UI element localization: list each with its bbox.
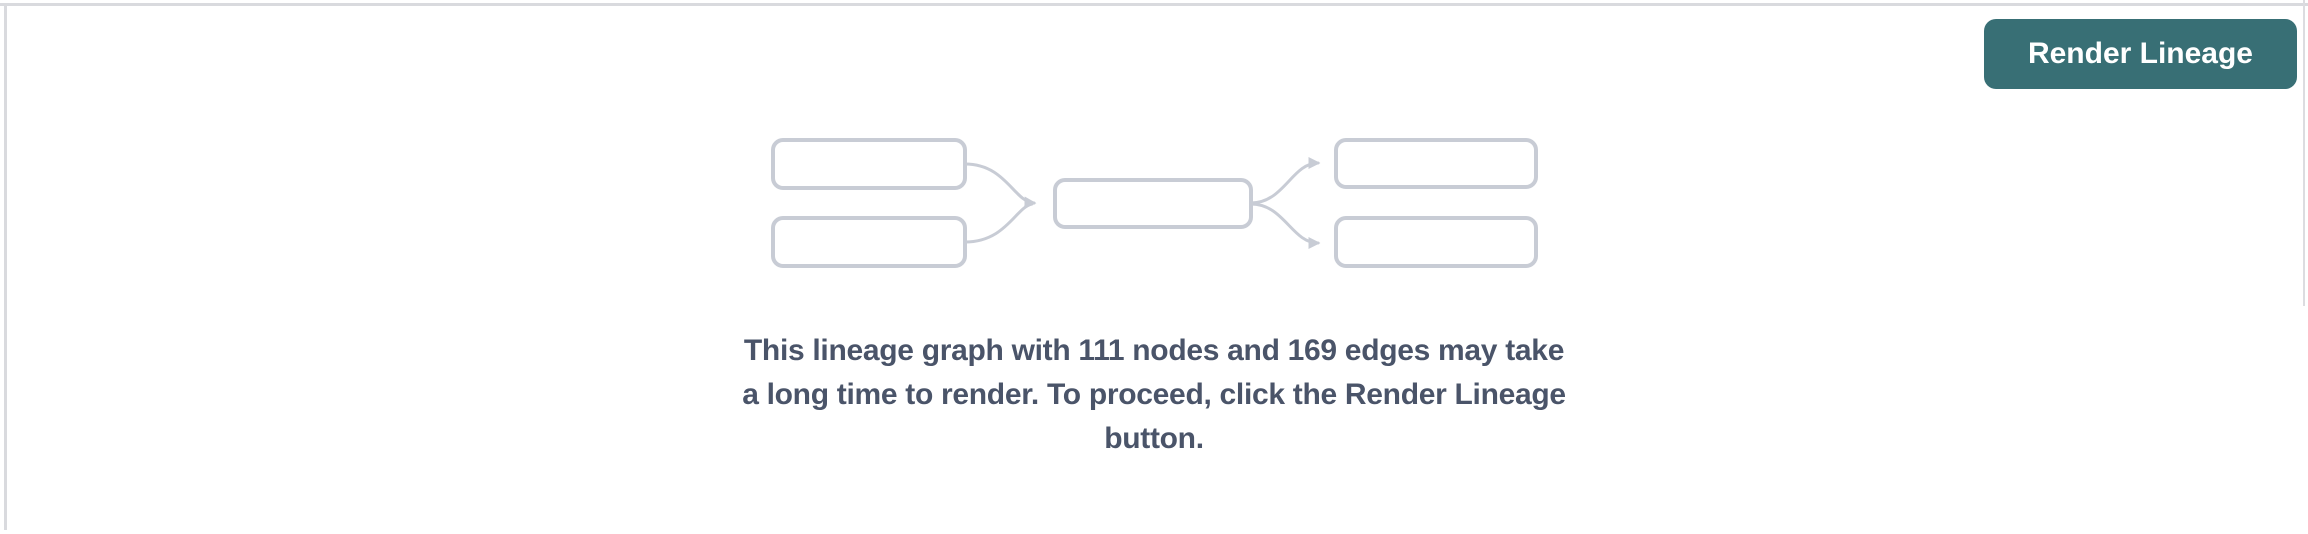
edge-left-top-to-middle — [963, 162, 1037, 209]
placeholder-node-right-bottom — [1334, 216, 1538, 268]
placeholder-node-middle — [1053, 178, 1253, 229]
placeholder-node-left-top — [771, 138, 967, 190]
lineage-placeholder: This lineage graph with 111 nodes and 16… — [0, 132, 2308, 461]
placeholder-node-left-bottom — [771, 216, 967, 268]
lineage-placeholder-graphic — [771, 138, 1538, 268]
right-edge-line — [2303, 0, 2305, 306]
lineage-warning-message: This lineage graph with 111 nodes and 16… — [742, 329, 1566, 461]
panel-left-border — [4, 3, 7, 530]
edge-middle-to-right-top — [1249, 157, 1321, 205]
edge-middle-to-right-bottom — [1249, 202, 1321, 249]
lineage-warning-line-2: a long time to render. To proceed, click… — [742, 378, 1566, 411]
panel-top-border — [0, 3, 2308, 6]
lineage-warning-line-3: button. — [1104, 422, 1204, 455]
placeholder-edges — [963, 157, 1321, 249]
edge-left-bottom-to-middle — [963, 202, 1034, 244]
placeholder-nodes — [771, 138, 1538, 268]
placeholder-node-right-top — [1334, 138, 1538, 189]
lineage-warning-line-1: This lineage graph with 111 nodes and 16… — [743, 334, 1565, 367]
render-lineage-button[interactable]: Render Lineage — [1983, 19, 2297, 89]
